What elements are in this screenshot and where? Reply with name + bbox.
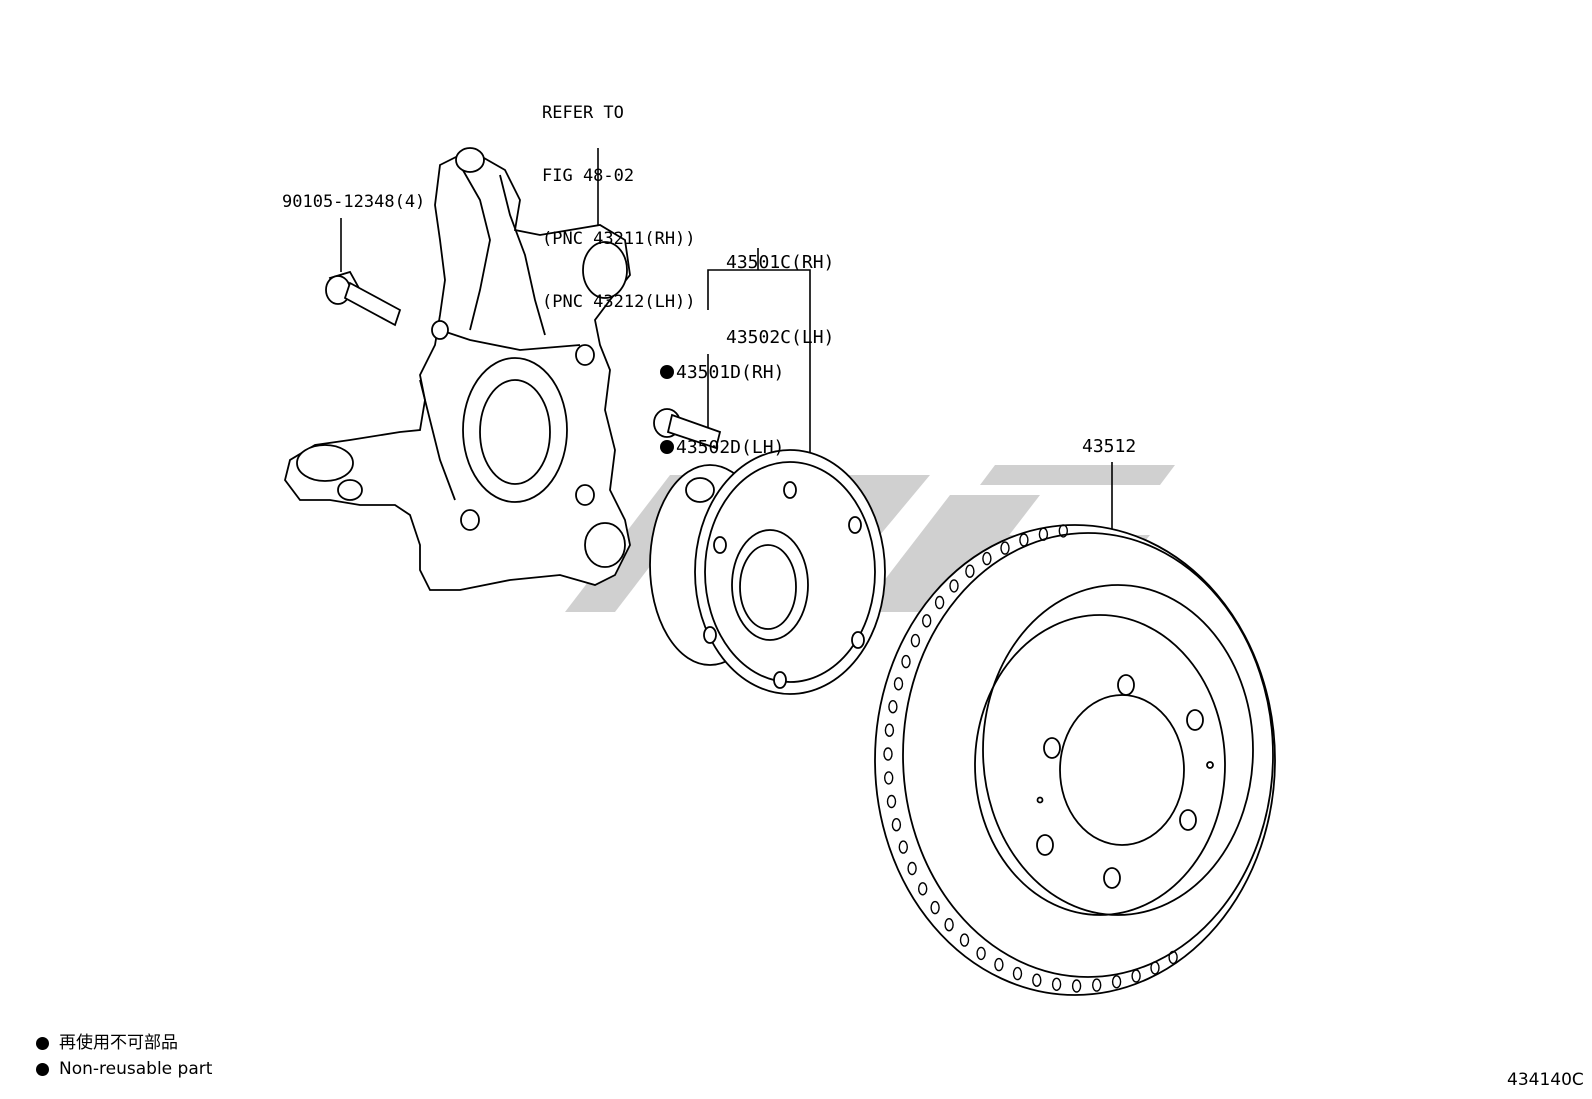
brake-rotor — [874, 524, 1276, 996]
refer-line: (PNC 43212(LH)) — [542, 292, 696, 312]
rotor-vane — [1032, 973, 1042, 987]
rotor-vane — [1150, 961, 1160, 975]
rotor-vane — [959, 933, 970, 947]
rotor-vane — [934, 595, 945, 610]
rotor-vane — [944, 918, 954, 932]
rotor-vane — [884, 723, 895, 737]
rotor-vane — [994, 957, 1004, 972]
rotor-vane — [1168, 950, 1178, 965]
rotor-part-number: 43512 — [1082, 436, 1137, 457]
refer-line: FIG 48-02 — [542, 166, 635, 186]
bolt-part-number: 90105-12348(4) — [282, 192, 426, 212]
refer-note: REFER TO FIG 48-02 (PNC 43211(RH)) (PNC … — [542, 61, 696, 334]
rotor-vane — [893, 677, 904, 691]
refer-line: (PNC 43211(RH)) — [542, 229, 696, 249]
rotor-vane — [1071, 979, 1082, 993]
rotor-vane — [949, 579, 959, 593]
rotor-vane — [910, 633, 921, 648]
legend: 再使用不可部品 Non-reusable part — [36, 1030, 212, 1082]
rotor-vane — [888, 700, 898, 714]
rotor-vane — [1019, 533, 1029, 547]
rotor-vane — [918, 882, 928, 896]
rotor-vane — [901, 654, 911, 669]
hub-rh-part-number: 43501C(RH) — [726, 252, 835, 273]
rotor-vane — [886, 794, 897, 809]
rotor-vane — [965, 564, 975, 578]
non-reusable-dot-icon — [660, 365, 674, 379]
legend-japanese: 再使用不可部品 — [59, 1033, 178, 1053]
rotor-vane — [1111, 975, 1122, 989]
rotor-vane — [1058, 524, 1069, 538]
rotor-vane — [1012, 966, 1023, 981]
rotor-vane — [883, 747, 893, 761]
rotor-vane — [884, 771, 894, 785]
rotor-vane — [930, 900, 940, 915]
rotor-vane — [976, 946, 986, 961]
hub-bearing — [649, 449, 886, 695]
legend-english: Non-reusable part — [59, 1059, 213, 1079]
rotor-vane — [898, 840, 908, 854]
rotor-vane — [1131, 969, 1141, 983]
knuckle-bolt — [325, 270, 402, 327]
leader-lines — [340, 148, 1113, 535]
hub-lh-part-number: 43502C(LH) — [726, 327, 835, 348]
rotor-vane — [1000, 541, 1010, 555]
rotor-vane — [907, 861, 917, 876]
refer-line: REFER TO — [542, 103, 624, 123]
hub-part-numbers: 43501C(RH) 43502C(LH) — [726, 200, 834, 375]
non-reusable-dot-icon — [36, 1036, 49, 1050]
hub-bolt-rh-part-number: 43501D(RH) — [676, 362, 785, 383]
figure-code: 434140C — [1507, 1070, 1584, 1090]
rotor-vane — [982, 551, 992, 566]
rotor-vane — [1051, 977, 1062, 991]
non-reusable-dot-icon — [660, 440, 674, 454]
steering-knuckle — [284, 147, 631, 591]
hub-bolt-part-numbers: 43501D(RH) 43502D(LH) — [660, 310, 784, 485]
rotor-vane — [922, 614, 932, 628]
rotor-vane — [1038, 527, 1049, 541]
rotor-vane — [891, 818, 902, 832]
rotor-vane — [1091, 978, 1102, 992]
hub-bolt — [653, 408, 722, 450]
hub-bolt-lh-part-number: 43502D(LH) — [676, 437, 785, 458]
non-reusable-dot-icon — [36, 1062, 49, 1076]
rotor-vanes — [883, 524, 1178, 993]
